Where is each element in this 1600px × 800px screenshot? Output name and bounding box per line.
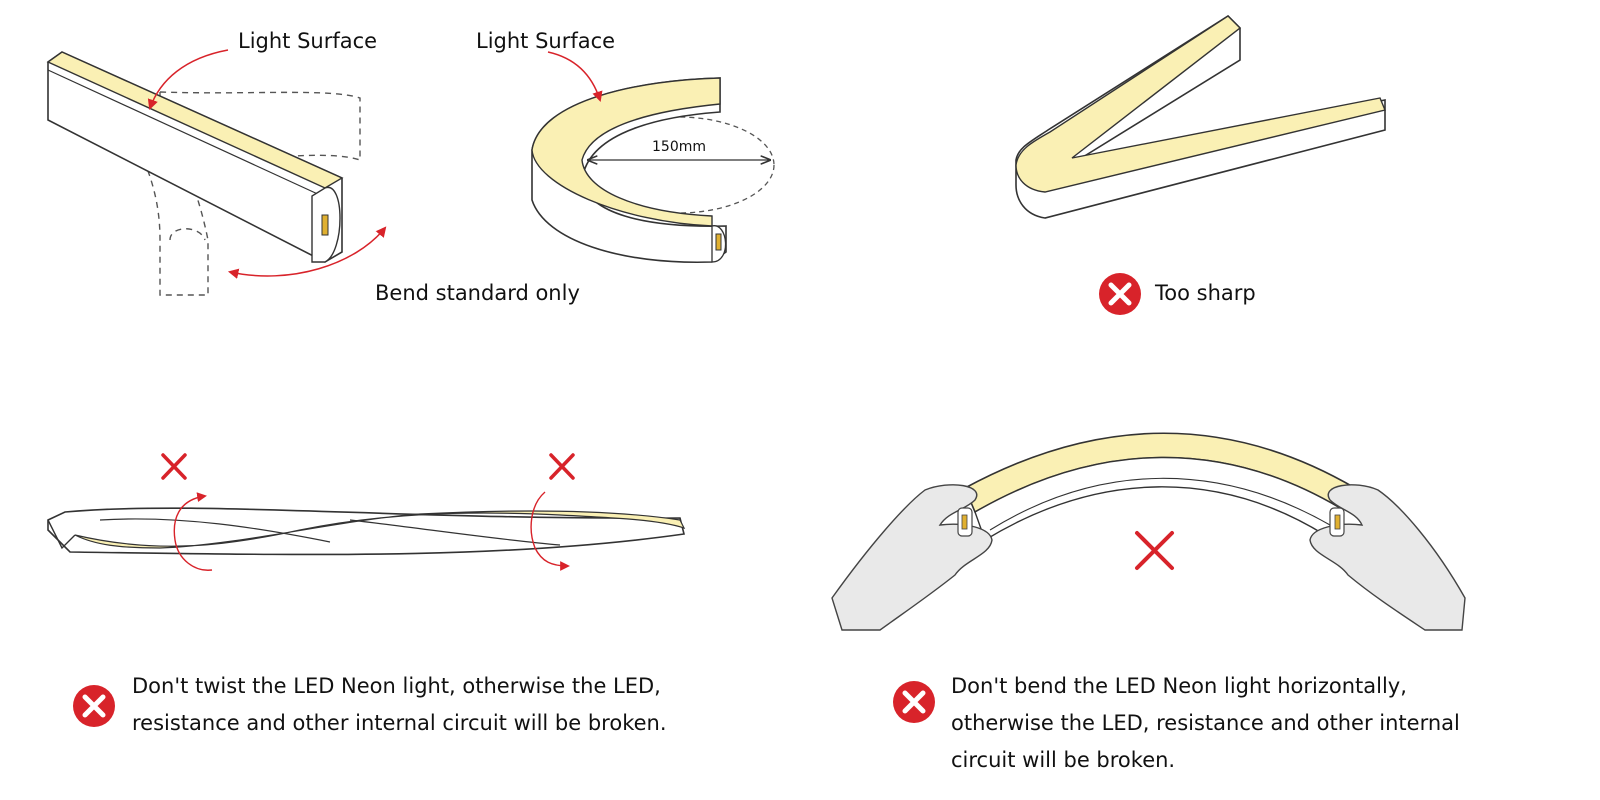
horizontal-warning-line-3: circuit will be broken. [951, 748, 1176, 772]
sharp-v-illustration [1015, 14, 1386, 219]
horizontal-warning-line-2: otherwise the LED, resistance and other … [951, 711, 1460, 735]
cross-mark-icon [161, 453, 187, 480]
horizontal-warning-line-1: Don't bend the LED Neon light horizontal… [951, 674, 1407, 698]
error-x-icon [893, 681, 935, 723]
horizontal-bend-warning-caption: Don't bend the LED Neon light horizontal… [951, 668, 1460, 779]
too-sharp-caption: Too sharp [1155, 281, 1256, 305]
light-surface-label-right: Light Surface [476, 29, 616, 53]
bend-standard-caption: Bend standard only [375, 281, 580, 305]
bend-diameter-label: 150mm [652, 139, 706, 155]
error-x-icon [1099, 273, 1141, 315]
pointer-arrow-icon [147, 49, 229, 110]
rotation-arrow-icon [173, 492, 213, 571]
error-x-icon [73, 685, 115, 727]
left-hand [831, 484, 993, 631]
twist-warning-line-1: Don't twist the LED Neon light, otherwis… [132, 674, 661, 698]
rotation-arrow-icon [530, 491, 570, 571]
horizontal-bend-illustration [831, 432, 1466, 631]
pointer-arrow-icon [547, 51, 603, 102]
rotation-arrow-icon [227, 226, 387, 279]
right-hand [1309, 484, 1466, 631]
twisted-strip-illustration [47, 453, 686, 571]
light-surface-label-left: Light Surface [238, 29, 378, 53]
u-bend-illustration [531, 51, 775, 264]
twist-warning-line-2: resistance and other internal circuit wi… [132, 711, 667, 735]
cross-mark-icon [1135, 531, 1174, 570]
twist-warning-caption: Don't twist the LED Neon light, otherwis… [132, 668, 667, 742]
straight-strip-illustration [46, 49, 387, 296]
cross-mark-icon [549, 453, 575, 480]
